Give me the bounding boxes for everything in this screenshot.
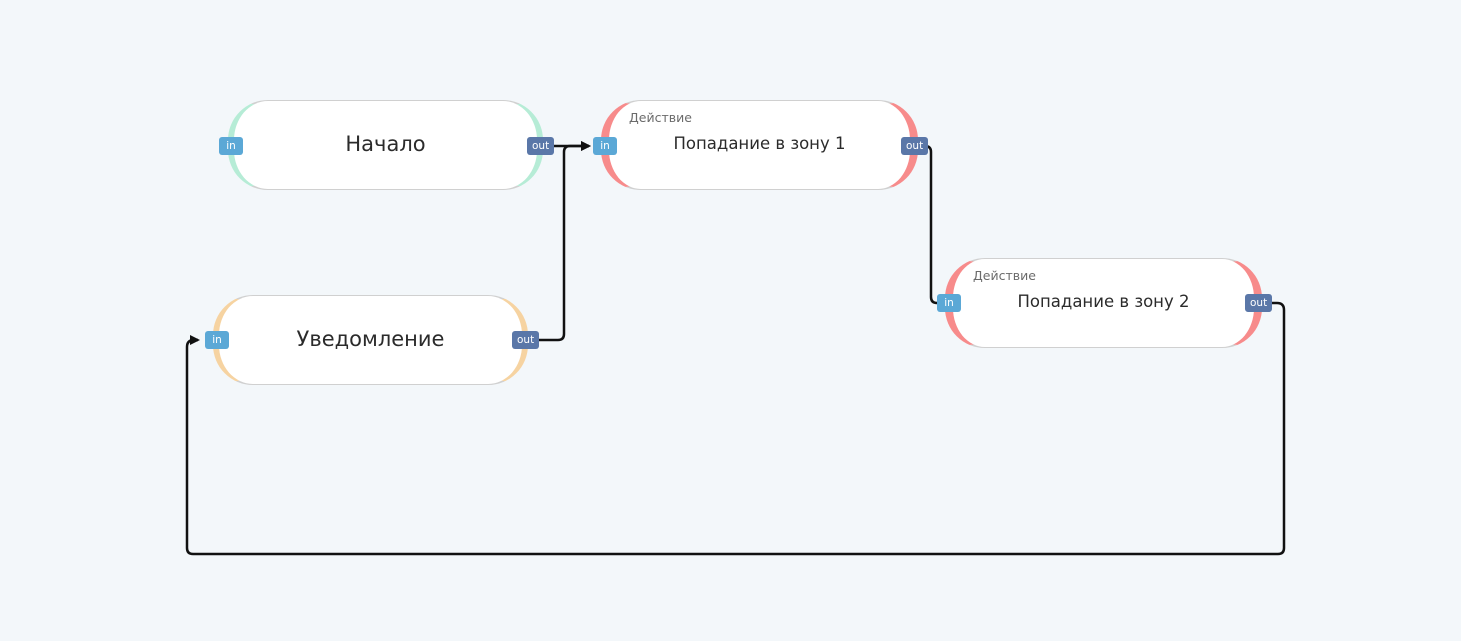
action1-node[interactable]: Действие Попадание в зону 1 (601, 100, 918, 190)
notification-node[interactable]: Уведомление (213, 295, 528, 385)
action2-in-port[interactable]: in (937, 294, 961, 312)
action2-node-title: Попадание в зону 2 (1017, 292, 1190, 311)
notification-out-port[interactable]: out (512, 331, 540, 349)
notification-node-title: Уведомление (296, 327, 445, 351)
edge-notification-to-action1[interactable] (536, 141, 591, 342)
action1-node-type: Действие (629, 110, 692, 125)
start-in-port[interactable]: in (219, 137, 243, 155)
action1-out-port[interactable]: out (901, 137, 929, 155)
notification-in-port[interactable]: in (205, 331, 229, 349)
action2-node[interactable]: Действие Попадание в зону 2 (945, 258, 1262, 348)
edge-action1-to-action2[interactable] (924, 144, 938, 305)
start-node-title: Начало (345, 132, 426, 156)
action2-node-type: Действие (973, 268, 1036, 283)
start-out-port[interactable]: out (527, 137, 555, 155)
action1-node-title: Попадание в зону 1 (673, 134, 846, 153)
action2-out-port[interactable]: out (1245, 294, 1273, 312)
start-node[interactable]: Начало (228, 100, 543, 190)
action1-in-port[interactable]: in (593, 137, 617, 155)
